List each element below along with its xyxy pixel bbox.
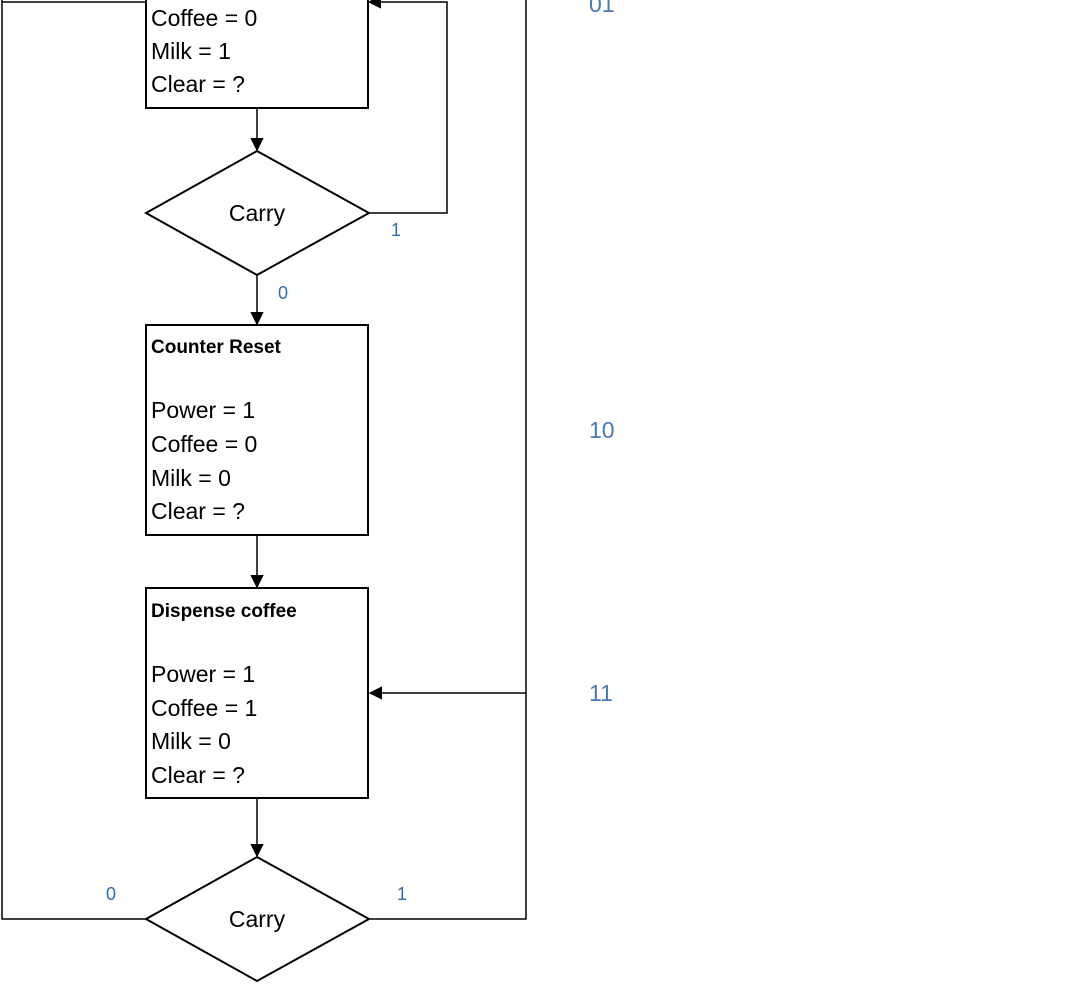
counter-reset-title: Counter Reset [151,337,282,358]
milk-state-line-1: Coffee = 0 [151,5,257,31]
carry-bottom-false-label: 0 [106,884,116,904]
carry-bottom-true-label: 1 [397,884,407,904]
state-code-11: 11 [589,680,613,706]
counter-reset-line-3: Milk = 0 [151,465,231,491]
carry-top-true-line [367,0,448,214]
milk-state-box [145,0,369,109]
dispense-coffee-line-1: Power = 1 [151,661,255,687]
counter-reset-line-2: Coffee = 0 [151,431,257,457]
dispense-coffee-line-4: Clear = ? [151,762,245,788]
dispense-coffee-line-3: Milk = 0 [151,728,231,754]
carry-top-label: Carry [229,200,286,226]
dispense-coffee-line-2: Coffee = 1 [151,695,257,721]
left-loop-line [1,0,146,920]
milk-state-line-2: Milk = 1 [151,38,231,64]
dispense-coffee-box [145,587,369,799]
dispense-coffee-title: Dispense coffee [151,601,297,622]
carry-top-true-label: 1 [391,220,401,240]
carry-bottom-label: Carry [229,906,286,932]
carry-decision-bottom [143,855,372,983]
state-code-01: 01 [589,0,615,17]
state-code-10: 10 [589,417,615,443]
counter-reset-box [145,324,369,536]
counter-reset-line-1: Power = 1 [151,397,255,423]
milk-state-line-3: Clear = ? [151,71,245,97]
right-loop-line [369,0,527,920]
carry-top-false-label: 0 [278,283,288,303]
counter-reset-line-4: Clear = ? [151,498,245,524]
